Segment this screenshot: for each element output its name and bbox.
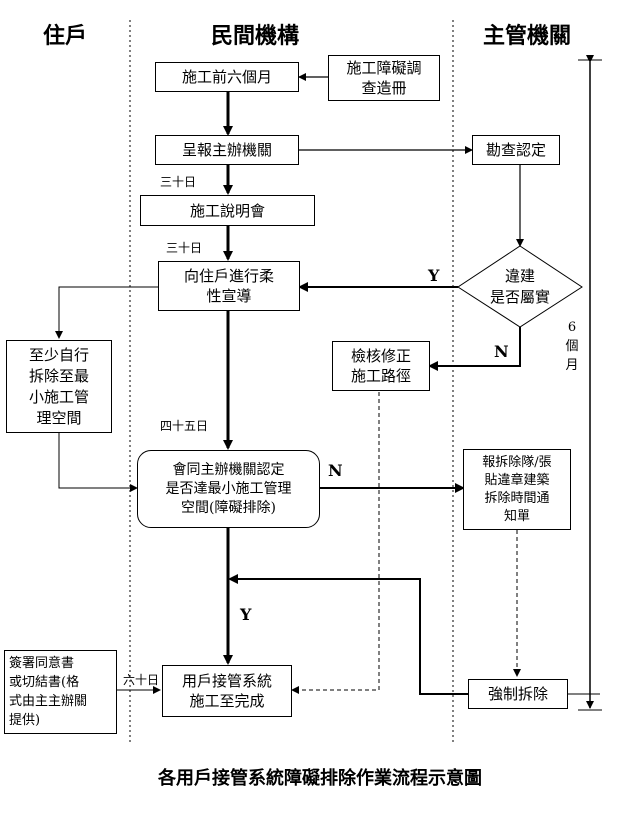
label-days-60: 六十日 bbox=[123, 673, 160, 687]
node-six-months-before: 施工前六個月 bbox=[155, 62, 299, 92]
arrow-diamond-no-to-review bbox=[428, 326, 521, 371]
label-yes-violation: Y bbox=[428, 266, 440, 285]
arrow-forced-back-to-spine bbox=[228, 574, 468, 695]
label-six-months: 6 個 月 bbox=[565, 320, 579, 373]
violation-diamond bbox=[457, 245, 583, 328]
label-days-30-first: 三十日 bbox=[160, 175, 197, 189]
node-briefing: 施工說明會 bbox=[140, 195, 315, 226]
label-no-space: N bbox=[328, 461, 343, 480]
node-sign-consent: 簽署同意書 或切結書(格 式由主主辦關 提供) bbox=[4, 650, 117, 734]
label-yes-space: Y bbox=[240, 605, 252, 624]
node-completion: 用戶接管系統 施工至完成 bbox=[162, 665, 292, 717]
arrow-self-demolish-to-confirm bbox=[58, 433, 138, 492]
node-obstacle-survey: 施工障礙調 查造冊 bbox=[328, 55, 440, 101]
node-report-demolition: 報拆除隊/張 貼違章建築 拆除時間通 知單 bbox=[463, 449, 571, 530]
node-self-demolish: 至少自行 拆除至最 小施工管 理空間 bbox=[6, 340, 112, 433]
label-days-30-second: 三十日 bbox=[166, 241, 203, 255]
arrow-review-dashed-to-completion bbox=[291, 392, 380, 694]
label-no-violation: N bbox=[494, 342, 509, 361]
node-persuade: 向住戶進行柔 性宣導 bbox=[158, 261, 300, 311]
header-authority: 主管機關 bbox=[482, 23, 571, 49]
node-forced-demolition: 強制拆除 bbox=[468, 679, 568, 709]
header-private: 民間機構 bbox=[210, 23, 299, 49]
node-violation-text: 違建 是否屬實 bbox=[489, 267, 550, 306]
node-confirm-space: 會同主辦機關認定 是否達最小施工管理 空間(障礙排除) bbox=[137, 450, 320, 528]
node-review-route: 檢核修正 施工路徑 bbox=[332, 341, 430, 391]
label-days-45: 四十五日 bbox=[160, 419, 209, 433]
node-report-to-organizer: 呈報主辦機關 bbox=[155, 135, 299, 165]
node-inspection: 勘查認定 bbox=[472, 135, 560, 165]
arrow-persuade-to-self-demolish bbox=[55, 286, 158, 339]
diagram-caption: 各用戶接管系統障礙排除作業流程示意圖 bbox=[158, 768, 482, 789]
header-residents: 住戶 bbox=[42, 23, 87, 49]
